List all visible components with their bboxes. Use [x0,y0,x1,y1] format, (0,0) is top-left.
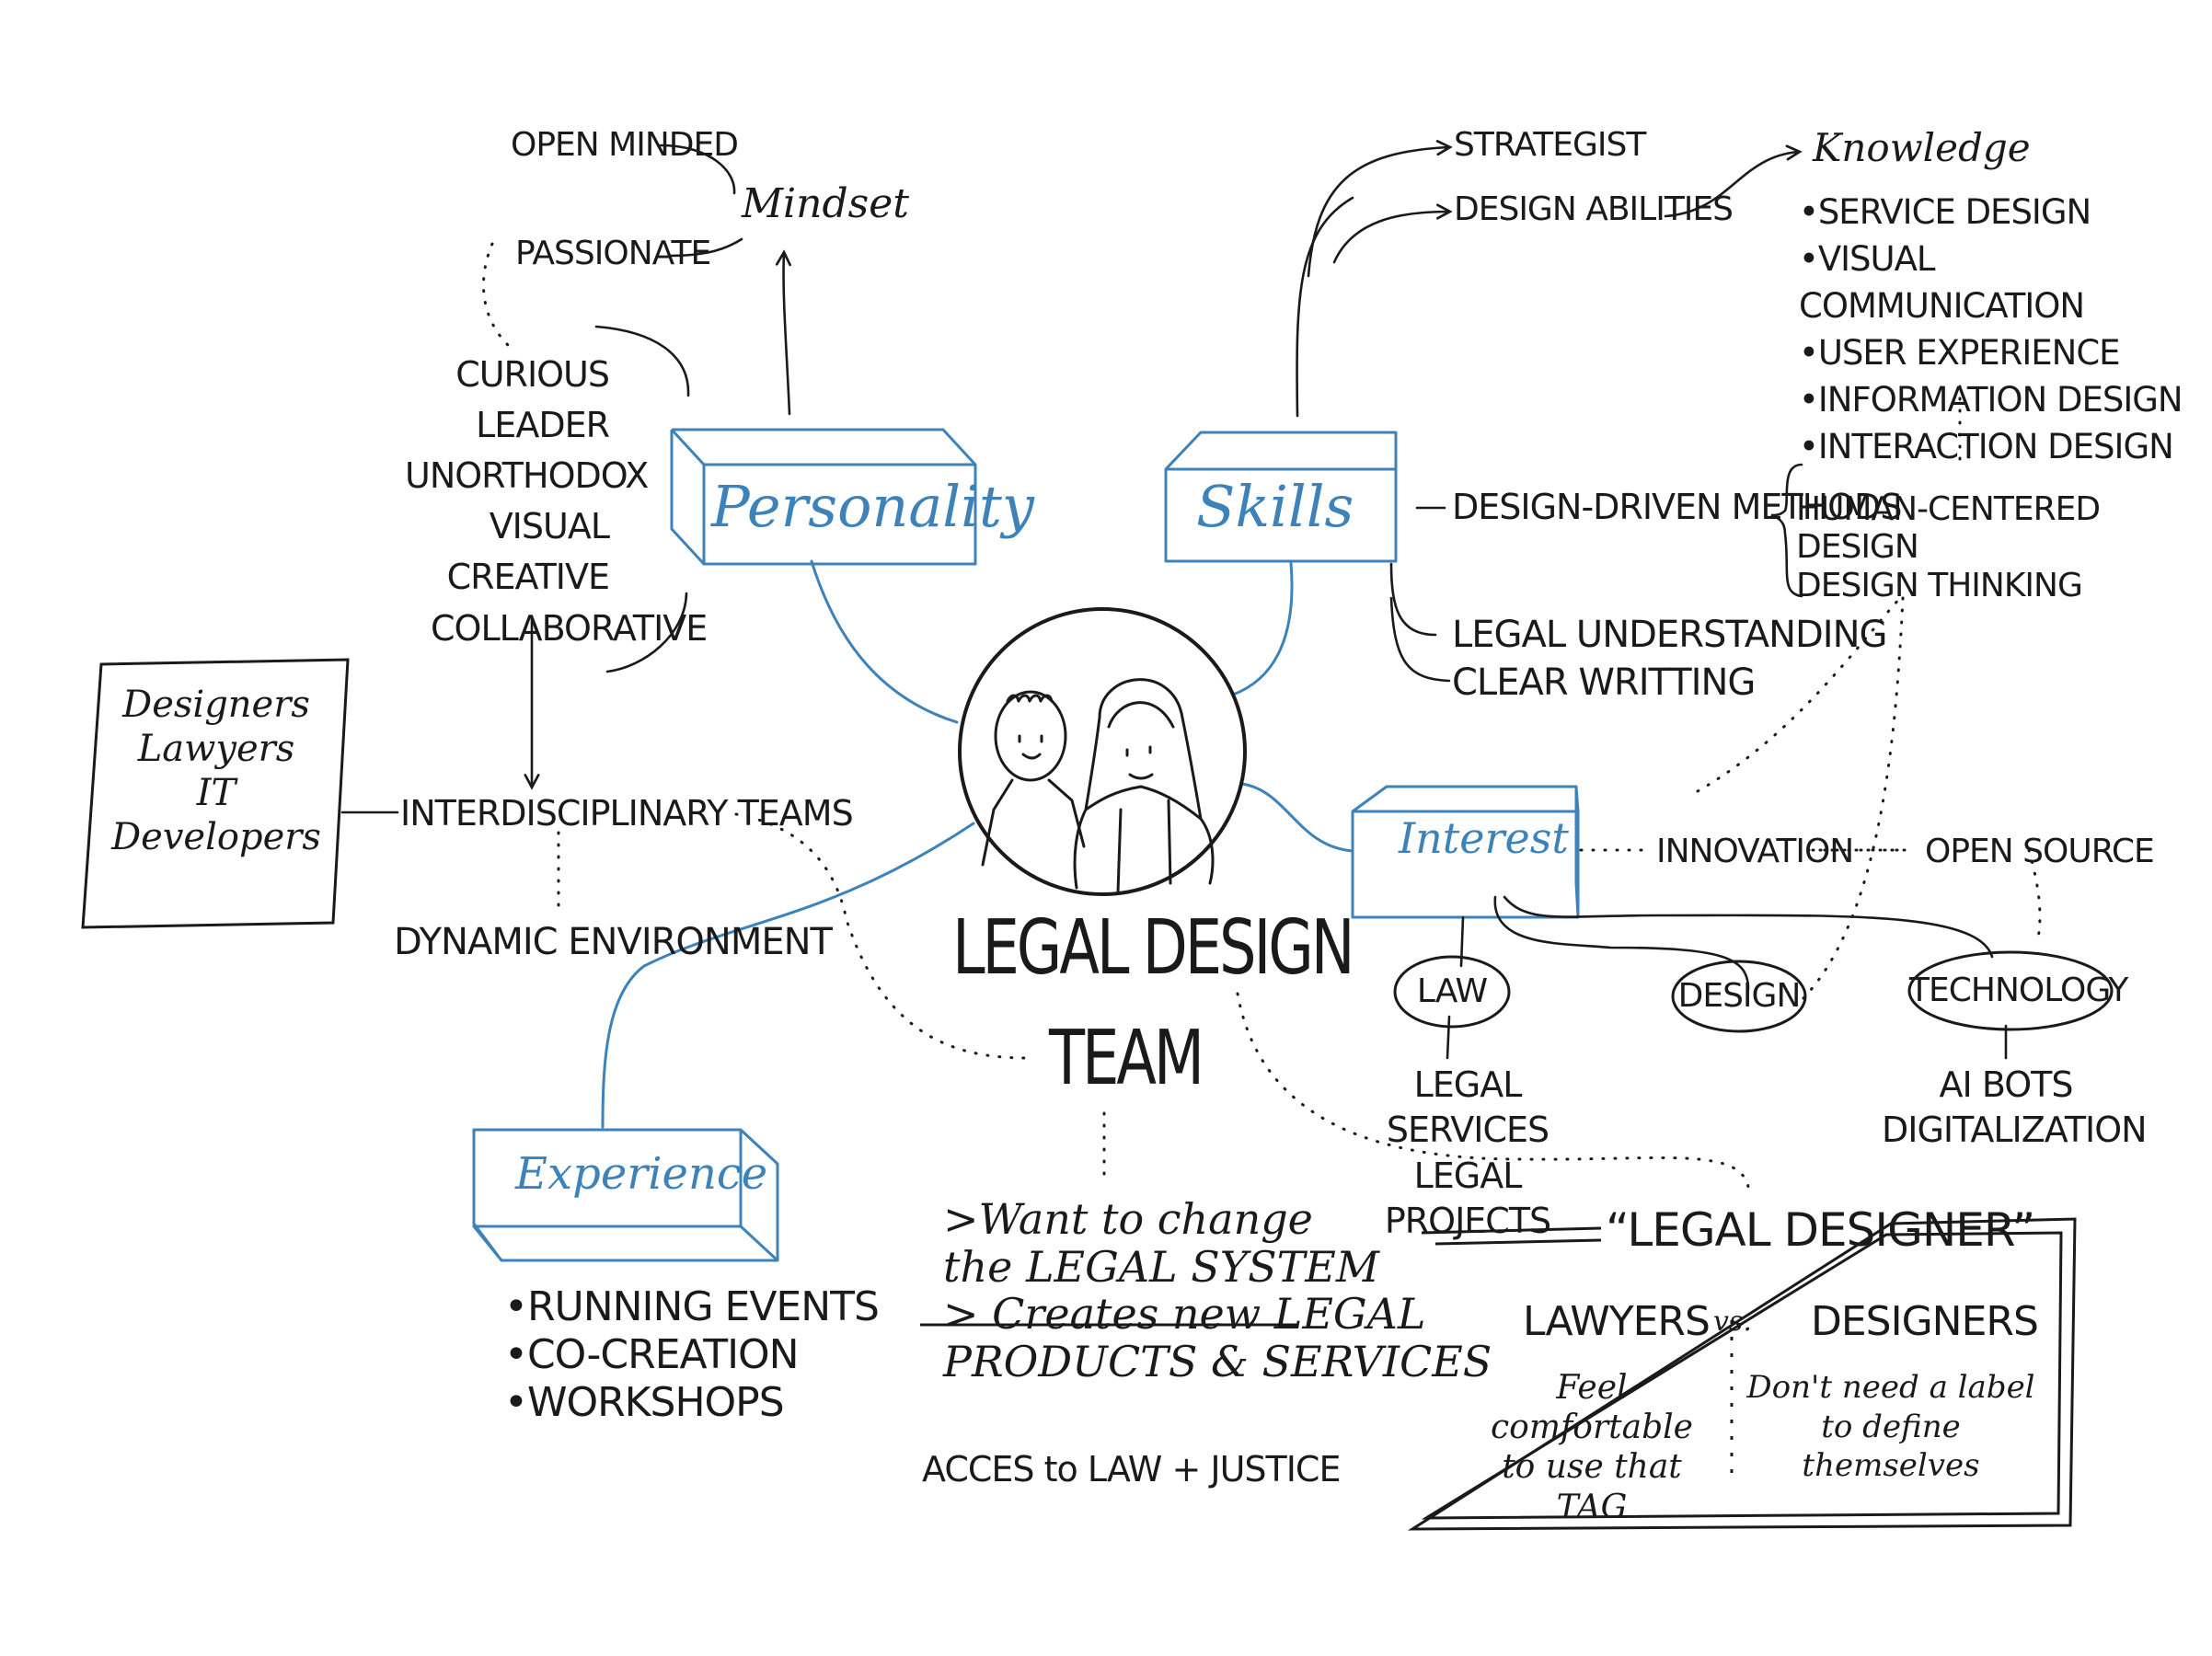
designers-note-line2: to define themselves [1802,1408,1980,1485]
goal-text: >Want to change the LEGAL SYSTEM > Creat… [943,1194,1492,1386]
designers-note-line1: Don't need a label [1746,1369,2035,1406]
experience-co-creation: •CO-CREATION [504,1330,800,1378]
design-abilities-text: DESIGN ABILITIES [1454,190,1734,228]
knowledge-service-design: •SERVICE DESIGN [1799,192,2091,232]
interest-box [1351,785,1580,919]
knowledge-list: •SERVICE DESIGN •VISUAL COMMUNICATION •U… [1799,189,2212,470]
personality-label: Personality [711,473,1034,540]
open-minded-text: OPEN MINDED [511,126,739,164]
two-people-portrait-icon [981,678,1215,894]
designers-heading: DESIGNERS [1811,1298,2039,1345]
lawyers-note-line1: Feel comfortable [1491,1369,1693,1447]
law-item-legal-projects: LEGAL PROJECTS [1384,1155,1551,1242]
passionate-text: PASSIONATE [515,235,711,272]
open-source-text: OPEN SOURCE [1925,833,2155,870]
tech-item-ai-bots: AI BOTS [1939,1064,2074,1105]
strategist-text: STRATEGIST [1454,126,1646,164]
team-developers: Developers [111,816,321,858]
portrait-circle [958,607,1247,896]
legal-understanding-text: LEGAL UNDERSTANDING [1452,614,1888,656]
legal-designer-title: “LEGAL DESIGNER” [1606,1203,2035,1257]
experience-list: •RUNNING EVENTS •CO-CREATION •WORKSHOPS [504,1283,880,1427]
goal-line2: the LEGAL SYSTEM [943,1241,1379,1292]
dynamic-environment-text: DYNAMIC ENVIRONMENT [394,921,833,963]
personality-traits: CURIOUS LEADER UNORTHODOX VISUAL CREATIV… [405,350,649,603]
team-box-frame [81,658,350,929]
trait-curious: CURIOUS [455,354,610,395]
team-designers: Designers [122,684,310,726]
design-driven-methods-text: DESIGN-DRIVEN METHODS [1452,487,1902,527]
tech-item-digitalization: DIGITALIZATION [1882,1110,2148,1151]
knowledge-visual-communication: •VISUAL COMMUNICATION [1799,239,2085,327]
method-design-thinking: DESIGN THINKING [1796,566,2083,604]
trait-visual: VISUAL [489,506,610,547]
goal-line4: PRODUCTS & SERVICES [943,1336,1492,1386]
team-it: IT [196,772,236,814]
goal-line3: > Creates new LEGAL [943,1289,1426,1340]
knowledge-information-design: •INFORMATION DESIGN [1799,380,2183,420]
trait-leader: LEADER [476,405,610,446]
method-human-centered: HUMAN-CENTERED DESIGN [1796,490,2101,567]
innovation-text: INNOVATION [1656,833,1854,870]
mindset-label: Mindset [742,180,909,227]
page-title-line1: LEGAL DESIGN [952,904,1355,992]
team-lawyers: Lawyers [137,728,295,770]
skills-box [1164,431,1398,563]
page-title-line2: TEAM [1049,1015,1204,1102]
access-to-justice-text: ACCES to LAW + JUSTICE [922,1449,1341,1489]
knowledge-user-experience: •USER EXPERIENCE [1799,333,2121,374]
experience-running-events: •RUNNING EVENTS [504,1283,880,1330]
trait-creative: CREATIVE [446,557,610,598]
skills-label: Skills [1196,473,1354,540]
knowledge-title: Knowledge [1813,125,2031,170]
law-item-legal-services: LEGAL SERVICES [1386,1064,1550,1151]
tech-items: AI BOTS DIGITALIZATION [1882,1063,2148,1154]
black-lines [340,145,2008,1060]
interdisciplinary-teams-text: INTERDISCIPLINARY TEAMS [400,793,854,834]
interest-ellipses [1393,950,2114,1033]
lawyers-note-line2: to use that TAG [1502,1448,1682,1526]
clear-writing-text: CLEAR WRITTING [1452,661,1756,704]
law-ellipse-label: LAW [1416,972,1488,1010]
design-ellipse-label: DESIGN [1677,977,1802,1015]
personality-box [670,428,977,566]
lawyers-heading: LAWYERS [1523,1298,1711,1345]
knowledge-interaction-design: •INTERACTION DESIGN [1799,427,2174,467]
trait-unorthodox: UNORTHODOX [405,455,649,497]
methods-list: HUMAN-CENTERED DESIGN DESIGN THINKING [1796,490,2212,604]
experience-workshops: •WORKSHOPS [504,1378,785,1426]
vs-text: vs. [1713,1305,1752,1338]
experience-label: Experience [515,1148,768,1200]
dotted-lines [482,242,2042,1189]
technology-ellipse-label: TECHNOLOGY [1909,972,2128,1009]
experience-box [472,1128,779,1262]
team-box: Designers Lawyers IT Developers [101,683,331,859]
lawyers-note: Feel comfortable to use that TAG [1463,1368,1721,1527]
law-items: LEGAL SERVICES LEGAL PROJECTS [1353,1063,1583,1245]
legal-designer-frame [920,1217,2077,1531]
blue-branch-lines [601,559,1354,1129]
goal-line1: >Want to change [943,1194,1313,1244]
designers-note: Don't need a label to define themselves [1744,1368,2038,1486]
interest-label: Interest [1399,813,1569,863]
trait-collaborative: COLLABORATIVE [431,608,708,649]
